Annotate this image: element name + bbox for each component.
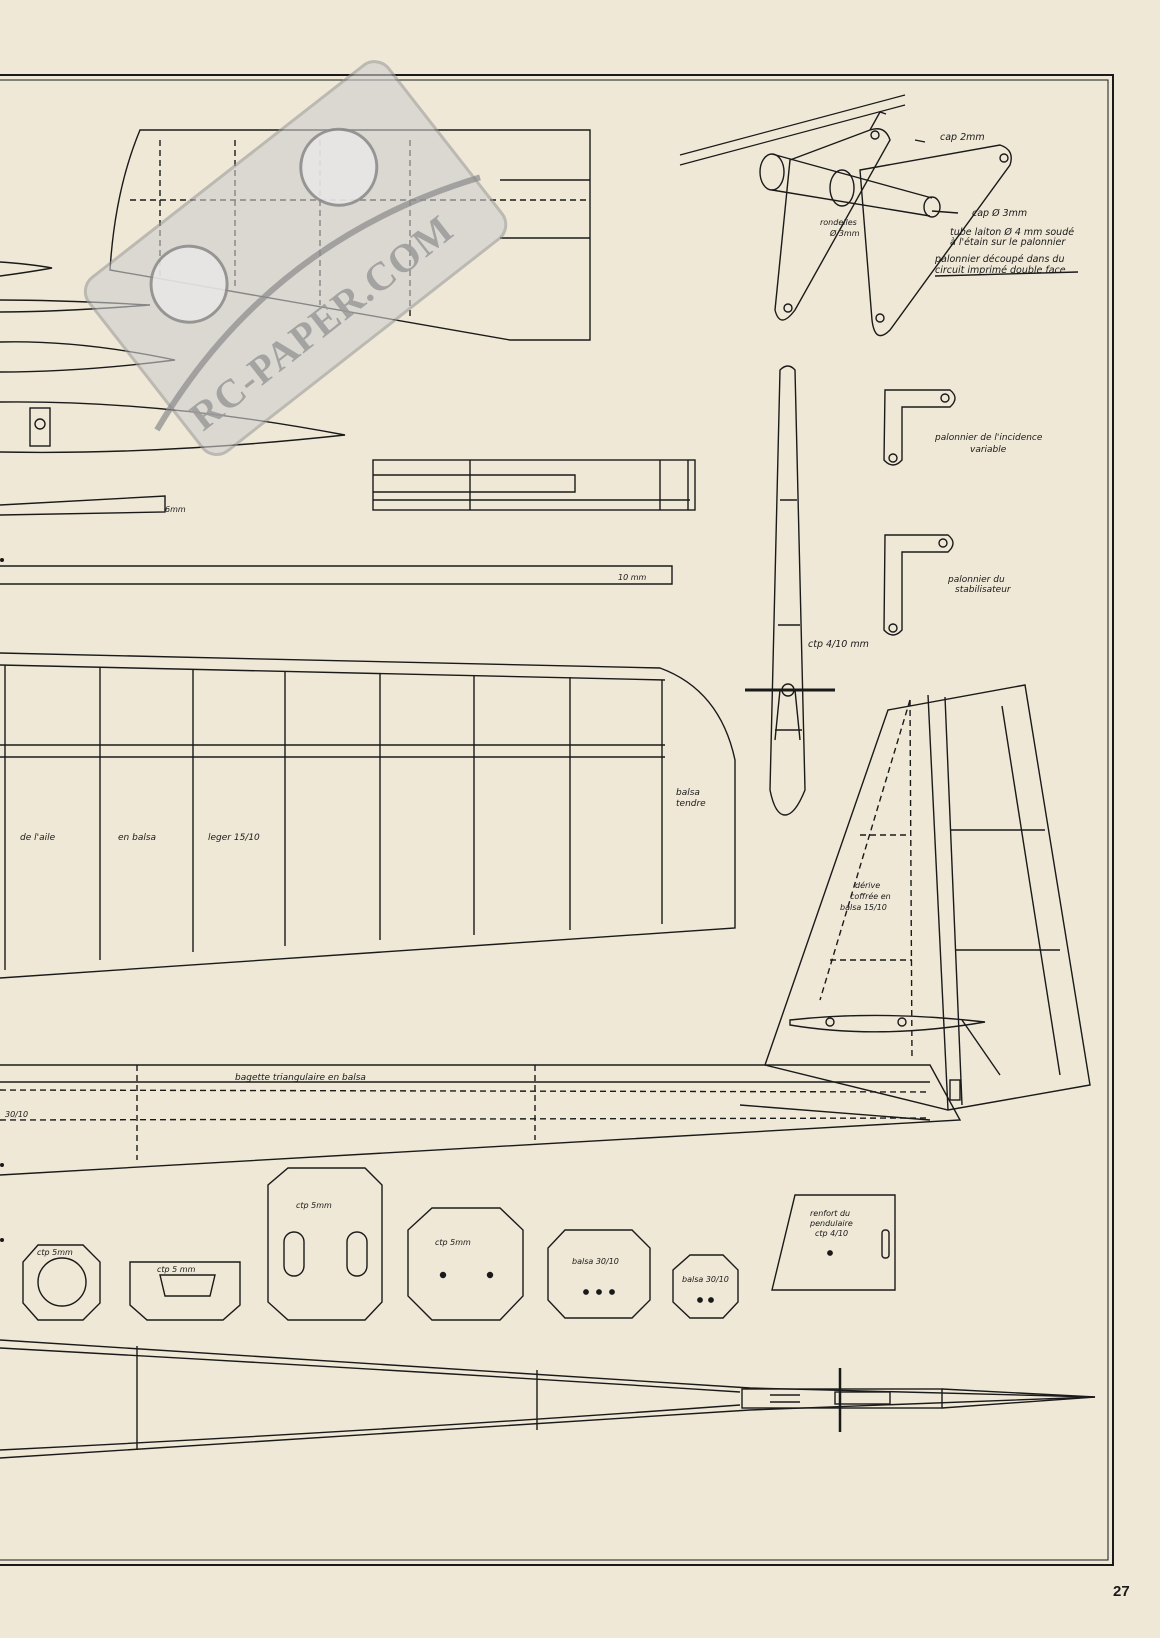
baguette-label: bagette triangulaire en balsa [235, 1073, 366, 1083]
former-ring [22, 1244, 101, 1321]
dim-6mm-label: 6mm [165, 505, 186, 514]
palonnier-incidence-label: palonnier de l'incidence [934, 433, 1043, 443]
balsa-3010-label-a: balsa 30/10 [572, 1257, 619, 1266]
dim-30-10-label: 30/10 [5, 1110, 28, 1119]
former-octagon [407, 1207, 524, 1321]
edge-ticks [0, 558, 4, 1242]
pendulum-arm [745, 365, 835, 816]
rondelles-label: rondelles [820, 218, 857, 227]
fin-derive [764, 684, 1091, 1111]
ctp-5mm-label-b: ctp 5 mm [157, 1265, 196, 1274]
dim-10mm-label: 10 mm [618, 573, 647, 582]
wing-profile-sections [0, 261, 346, 516]
palonnier-decoupe-label: palonnier découpé dans du [934, 254, 1064, 265]
former-slot [129, 1261, 241, 1321]
ctp-5mm-label-c: ctp 5mm [296, 1201, 332, 1210]
balsa-tendre-label: balsa [676, 788, 700, 798]
wing-planform [0, 652, 736, 979]
tube-laiton-label: tube laiton Ø 4 mm soudé [950, 227, 1074, 238]
fuselage-top-view [0, 1339, 1096, 1459]
wing-label-de-laile: de l'aile [20, 833, 56, 843]
pendulum-reinforcement [771, 1194, 896, 1291]
renfort-label: renfort du [810, 1209, 850, 1218]
wing-label-leger: leger 15/10 [208, 833, 260, 843]
former-balsa-b [672, 1254, 739, 1319]
balsa-tendre-label-2: tendre [676, 799, 706, 809]
cap-3mm-label: cap Ø 3mm [972, 208, 1027, 219]
renfort-label-3: ctp 4/10 [815, 1229, 848, 1238]
palonnier-decoupe-label-2: circuit imprimé double face [935, 265, 1066, 276]
page-number: 27 [1113, 1583, 1130, 1600]
ctp-410mm-label: ctp 4/10 mm [808, 639, 869, 650]
bellcrank-stabilisateur [883, 534, 954, 636]
incidence-rail [372, 459, 696, 511]
palonnier-stabilisateur-label: palonnier du [947, 575, 1005, 585]
tube-laiton-label-2: à l'étain sur le palonnier [950, 237, 1066, 248]
wing-label-en-balsa: en balsa [118, 833, 156, 843]
ctp-5mm-label-d: ctp 5mm [435, 1238, 471, 1247]
derive-label-2: coffrée en [850, 891, 891, 901]
rondelles-size-label: Ø 3mm [829, 228, 860, 238]
ctp-5mm-label-a: ctp 5mm [37, 1248, 73, 1257]
bellcrank-assembly [679, 94, 1012, 337]
derive-label-3: balsa 15/10 [840, 903, 887, 912]
derive-label: dérive [855, 880, 880, 890]
fuselage-side-view [0, 1064, 962, 1176]
bellcrank-incidence [883, 389, 956, 466]
balsa-3010-label-b: balsa 30/10 [682, 1275, 729, 1284]
drawing-frame [0, 74, 1114, 1566]
former-balsa-a [547, 1229, 651, 1319]
cap-2mm-label: cap 2mm [940, 132, 985, 143]
former-large [267, 1167, 383, 1321]
palonnier-stabilisateur-label-2: stabilisateur [955, 585, 1012, 595]
palonnier-incidence-label-2: variable [970, 445, 1007, 455]
spar-10mm [0, 565, 673, 585]
renfort-label-2: pendulaire [809, 1219, 853, 1228]
